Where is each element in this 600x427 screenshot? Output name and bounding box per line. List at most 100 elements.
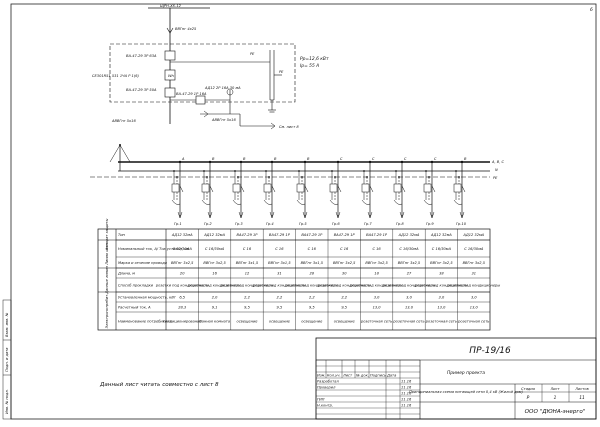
svg-text:РЕ: РЕ — [250, 52, 255, 56]
table-cell-current: 13,0 — [405, 305, 414, 309]
branch-breaker-symbol — [201, 183, 210, 193]
table-cell-current: 9,5 — [309, 305, 315, 309]
sheet-value: 1 — [554, 395, 557, 401]
table-cell-consumer: розетки под кондиционеры — [446, 283, 500, 287]
table-cell-consumer: розетки под кондиционеры — [252, 283, 306, 287]
table-cell-cable: ВВГнг 3х2,5 — [463, 261, 486, 265]
pe-top-label: PE — [279, 70, 284, 74]
title-date: 11.16 — [401, 386, 412, 390]
cable-in-label: ВВГнг 4х25 — [175, 27, 197, 31]
table-cell-cable: ВВГнг 3х2,5 — [333, 261, 356, 265]
table-cell-consumer: розетки под кондиционеры — [220, 283, 274, 287]
table-cell-length: 31 — [277, 271, 282, 275]
breaker-main-label: ВА-47-29 3Р 63А — [126, 54, 157, 58]
table-cell-cable: ВВГнг 3х2,5 — [365, 261, 388, 265]
table-cell-power: 2,2 — [341, 295, 347, 299]
table-cell-type: ВА47-29 1Р — [269, 233, 291, 237]
stage-header: Стадия — [521, 387, 536, 391]
table-cell-cable: ВВГнг 3х2,5 — [171, 261, 194, 265]
table-cell-length: 12 — [245, 271, 250, 275]
group-branches: АГр.1ВГр.2ВГр.3ВГр.4ВГр.5СГр.6СГр.7СГр.8… — [171, 157, 467, 226]
branch-group-5: ВГр.5 — [296, 157, 310, 226]
cable-out-2-label: АВВГнг 5х16 — [211, 118, 236, 122]
table-cell-type: АД12 32мА — [430, 233, 452, 237]
table-cell-length: 30 — [342, 271, 347, 275]
table-row-label: Способ прокладки — [118, 283, 154, 287]
table-cell-type: ВА47-29 1Р — [334, 233, 356, 237]
table-cell-cable: ВВГнг 3х1,5 — [236, 261, 259, 265]
page-number: 6 — [590, 7, 593, 13]
phase-letter: В — [212, 157, 215, 161]
table-cell-rating: С 16 — [308, 247, 317, 251]
branch-breaker-symbol — [329, 183, 338, 193]
meter-symbol — [164, 69, 176, 81]
meter-label: СЕ301R51 531 1ЧА Р 1(6) — [92, 74, 139, 78]
table-row-label: Длина, м — [117, 271, 135, 275]
table-cell-power: 2,2 — [277, 295, 283, 299]
table-cell-power: 3,0 — [439, 295, 445, 299]
title-col-header: № док. — [355, 374, 369, 378]
table-cell-consumer: розетки под кондиционеры — [382, 283, 436, 287]
table-cell-type: АД12 32мА — [398, 233, 420, 237]
table-cell-cable: ВВГнг 3х2,5 — [430, 261, 453, 265]
title-col-header: Подпись — [370, 374, 386, 378]
table-cell-rating: С 16/30мА — [399, 247, 419, 251]
table-cell-note: розеточная сеть — [360, 319, 392, 323]
project-name: Пример проекта — [447, 370, 485, 376]
title-col-header: Лист — [342, 374, 353, 378]
table-cell-consumer: розетки под кондиционеры — [187, 283, 241, 287]
sheets-header: Листов — [574, 387, 588, 391]
table-cell-rating: С 16 — [275, 247, 284, 251]
branch-group-10: ВГр.10 — [453, 157, 467, 226]
feeder-arrow — [166, 27, 174, 34]
table-cell-length: 31 — [472, 271, 477, 275]
title-col-header: Дата — [386, 374, 396, 378]
branch-arrow — [459, 211, 465, 219]
bus-pe-label: PE — [493, 176, 498, 180]
table-cell-cable: ВВГнг 3х2,5 — [398, 261, 421, 265]
table-row-label: Марка и сечение провода — [118, 261, 167, 265]
phase-letter: С — [434, 157, 437, 161]
title-col-header: Кол.уч. — [327, 374, 341, 378]
group-name: Гр.2 — [204, 222, 212, 226]
branch-arrow — [177, 211, 183, 219]
title-date: 11.16 — [401, 404, 412, 408]
table-cell-current: 9,1 — [212, 305, 218, 309]
table-cell-current: 28,3 — [178, 305, 187, 309]
phase-letter: В — [464, 157, 467, 161]
table-cell-rating: С 16/30мА — [432, 247, 452, 251]
table-cell-type: ВА47-29 1Р — [237, 233, 259, 237]
table-cell-note: кондиционирование — [163, 319, 203, 323]
group-name: Гр.9 — [426, 222, 434, 226]
sheets-value: 11 — [579, 395, 585, 401]
sheet-frame — [10, 3, 597, 420]
panel-enclosure — [109, 43, 296, 103]
title-col-header: Изм. — [317, 374, 325, 378]
table-cell-rating: С 16 — [372, 247, 381, 251]
table-cell-rating: С 16 — [243, 247, 252, 251]
table-cell-rating: С 16 — [340, 247, 349, 251]
phase-letter: В — [274, 157, 277, 161]
sheet-header: Лист — [549, 387, 560, 391]
side-label-sign: Подп. и дата — [5, 348, 9, 372]
table-cell-power: 2,0 — [212, 295, 218, 299]
table-section-label: Электропотребит. — [105, 294, 109, 330]
group-name: Гр.1 — [174, 222, 182, 226]
table-cell-note: освещение — [237, 319, 259, 323]
group-name: Гр.8 — [396, 222, 404, 226]
bus-phases-label: А, В, С — [491, 160, 504, 164]
table-cell-length: 16 — [212, 271, 217, 275]
company-name: ООО "ДЮНА-энерго" — [525, 409, 586, 415]
table-section-label: Линия сети — [105, 243, 109, 266]
table-cell-consumer: розетки под кондиционеры — [284, 283, 338, 287]
rcd-label: АД12 2Р 16А 30 мА — [204, 86, 241, 90]
table-cell-rating: С 32/30мА — [173, 247, 193, 251]
branch-group-1: АГр.1 — [171, 157, 185, 226]
table-cell-note: освещение — [334, 319, 356, 323]
table-cell-consumer: розетки под кондиционеры — [155, 283, 209, 287]
table-cell-current: 9,5 — [244, 305, 250, 309]
branch-arrow — [207, 211, 213, 219]
branch-arrow — [335, 211, 341, 219]
